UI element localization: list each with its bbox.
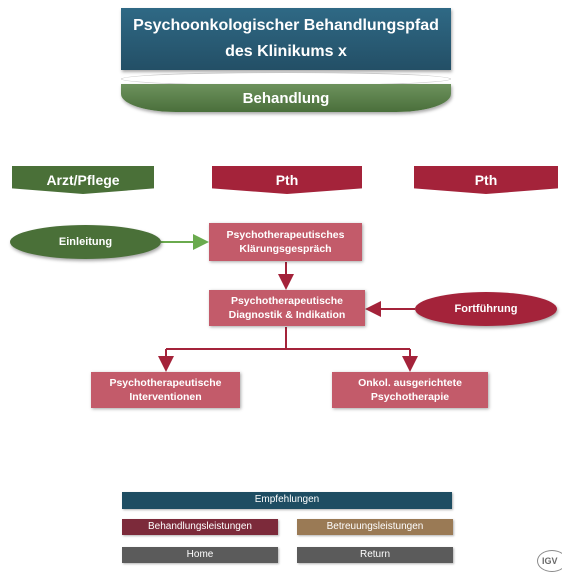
behandlungsleistungen-button[interactable]: Behandlungsleistungen (122, 519, 278, 535)
pathway-title: Psychoonkologischer Behandlungspfad des … (121, 8, 451, 70)
role-header-arzt-pflege: Arzt/Pflege (12, 166, 154, 194)
einleitung-ellipse: Einleitung (10, 225, 161, 259)
home-button[interactable]: Home (122, 547, 278, 563)
empfehlungen-button[interactable]: Empfehlungen (122, 492, 452, 509)
title-line-1: Psychoonkologischer Behandlungspfad (133, 17, 439, 34)
interventionen-box: Psychotherapeutische Interventionen (91, 372, 240, 408)
box-label-line-1: Psychotherapeutische (230, 295, 344, 307)
igv-logo: IGV (537, 550, 562, 572)
role-header-pth-center: Pth (212, 166, 362, 194)
box-label-line-2: Klärungsgespräch (239, 243, 332, 255)
box-label-line-2: Diagnostik & Indikation (228, 309, 346, 321)
box-label-line-1: Psychotherapeutisches (226, 229, 345, 241)
role-header-pth-right: Pth (414, 166, 558, 194)
box-label-line-1: Onkol. ausgerichtete (358, 377, 462, 389)
box-label-line-1: Psychotherapeutische (109, 377, 222, 389)
diagnostik-indikation-box: Psychotherapeutische Diagnostik & Indika… (209, 290, 365, 326)
box-label-line-2: Psychotherapie (370, 391, 450, 403)
onkol-psychotherapie-box: Onkol. ausgerichtete Psychotherapie (332, 372, 488, 408)
box-label-line-2: Interventionen (129, 391, 202, 403)
klaerungsgespraech-box: Psychotherapeutisches Klärungsgespräch (209, 223, 362, 261)
fortfuehrung-ellipse: Fortführung (415, 292, 557, 326)
title-line-2: des Klinikums x (225, 43, 347, 60)
return-button[interactable]: Return (297, 547, 453, 563)
phase-banner: Behandlung (121, 84, 451, 112)
betreuungsleistungen-button[interactable]: Betreuungsleistungen (297, 519, 453, 535)
